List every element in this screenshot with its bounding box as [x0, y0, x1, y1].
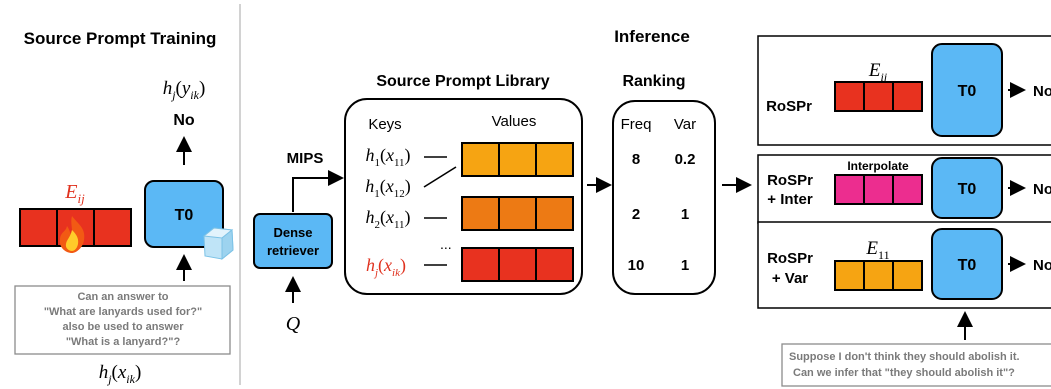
method-var-name-1: RoSPr: [767, 250, 813, 267]
training-input-label: hj(xik): [99, 362, 142, 386]
retriever-to-library-arrow: [292, 170, 344, 212]
method-inter-t0-label: T0: [958, 181, 977, 198]
method-inter-name-2: + Inter: [767, 191, 813, 208]
value-block-1: [461, 142, 574, 177]
method-rospr-name: RoSPr: [766, 98, 812, 115]
fire-icon: [59, 216, 85, 253]
method-inter-output: No: [1033, 181, 1051, 198]
method-var-prompt-block: [834, 260, 923, 291]
inference-query-line-2: Can we infer that "they should abolish i…: [793, 367, 1015, 379]
method-rospr-t0-box: [931, 43, 1003, 137]
ranking-header-freq: Freq: [621, 116, 652, 133]
training-question-box: [14, 285, 231, 355]
training-question-line-2: "What are lanyards used for?": [44, 306, 202, 318]
training-t0-box: [144, 180, 224, 248]
ranking-freq-3: 10: [628, 257, 645, 274]
method-var-t0-label: T0: [958, 257, 977, 274]
dense-retriever-box: [253, 213, 333, 269]
training-output-label: hj(yik): [163, 78, 206, 102]
method-inter-name-1: RoSPr: [767, 172, 813, 189]
method-var-output: No: [1033, 257, 1051, 274]
training-question-line-3: also be used to answer: [62, 321, 184, 333]
method-var-t0-box: [931, 228, 1003, 300]
ranking-freq-1: 8: [632, 151, 640, 168]
inference-query-line-1: Suppose I don't think they should abolis…: [789, 351, 1020, 363]
method-inter-t0-box: [931, 157, 1003, 219]
ranking-var-3: 1: [681, 257, 689, 274]
mips-label: MIPS: [287, 150, 324, 167]
library-title: Source Prompt Library: [376, 73, 549, 90]
training-question-line-1: Can an answer to: [77, 291, 168, 303]
key-link-2: [423, 166, 457, 188]
dense-retriever-label-1: Dense: [273, 225, 312, 240]
ice-cube-icon: [202, 227, 234, 261]
key-h2-x11: h2(x11): [365, 207, 410, 231]
ranking-var-2: 1: [681, 206, 689, 223]
training-prompt-label: Eij: [64, 181, 85, 206]
value-block-2: [461, 196, 574, 231]
ranking-title: Ranking: [622, 73, 685, 90]
values-header: Values: [492, 113, 537, 130]
inference-query-box: [781, 343, 1051, 387]
ranking-freq-2: 2: [632, 206, 640, 223]
method-var-name-2: + Var: [772, 270, 808, 287]
method-rospr-output: No: [1033, 83, 1051, 100]
dense-retriever-label-2: retriever: [267, 243, 319, 258]
training-t0-label: T0: [175, 207, 194, 224]
ranking-header-var: Var: [674, 116, 696, 133]
training-question-line-4: "What is a lanyard?"?: [66, 336, 181, 348]
method-inter-prompt-block: [834, 174, 923, 205]
method-rospr-t0-label: T0: [958, 83, 977, 100]
method-inter-prompt-label: Interpolate: [847, 159, 909, 173]
training-prompt-block: [19, 208, 132, 247]
value-block-3: [461, 247, 574, 282]
keys-header: Keys: [368, 116, 401, 133]
inference-title: Inference: [614, 27, 690, 46]
source-training-title: Source Prompt Training: [24, 29, 217, 48]
method-rospr-prompt-block: [834, 81, 923, 112]
query-label: Q: [286, 313, 301, 335]
training-output-value: No: [173, 112, 195, 129]
key-h1-x12: h1(x12): [365, 176, 411, 200]
key-h1-x11: h1(x11): [365, 145, 410, 169]
ranking-var-1: 0.2: [675, 151, 696, 168]
key-hj-xik: hj(xik): [366, 255, 406, 279]
ranking-box: [612, 100, 716, 295]
library-ellipsis: ...: [440, 236, 452, 252]
